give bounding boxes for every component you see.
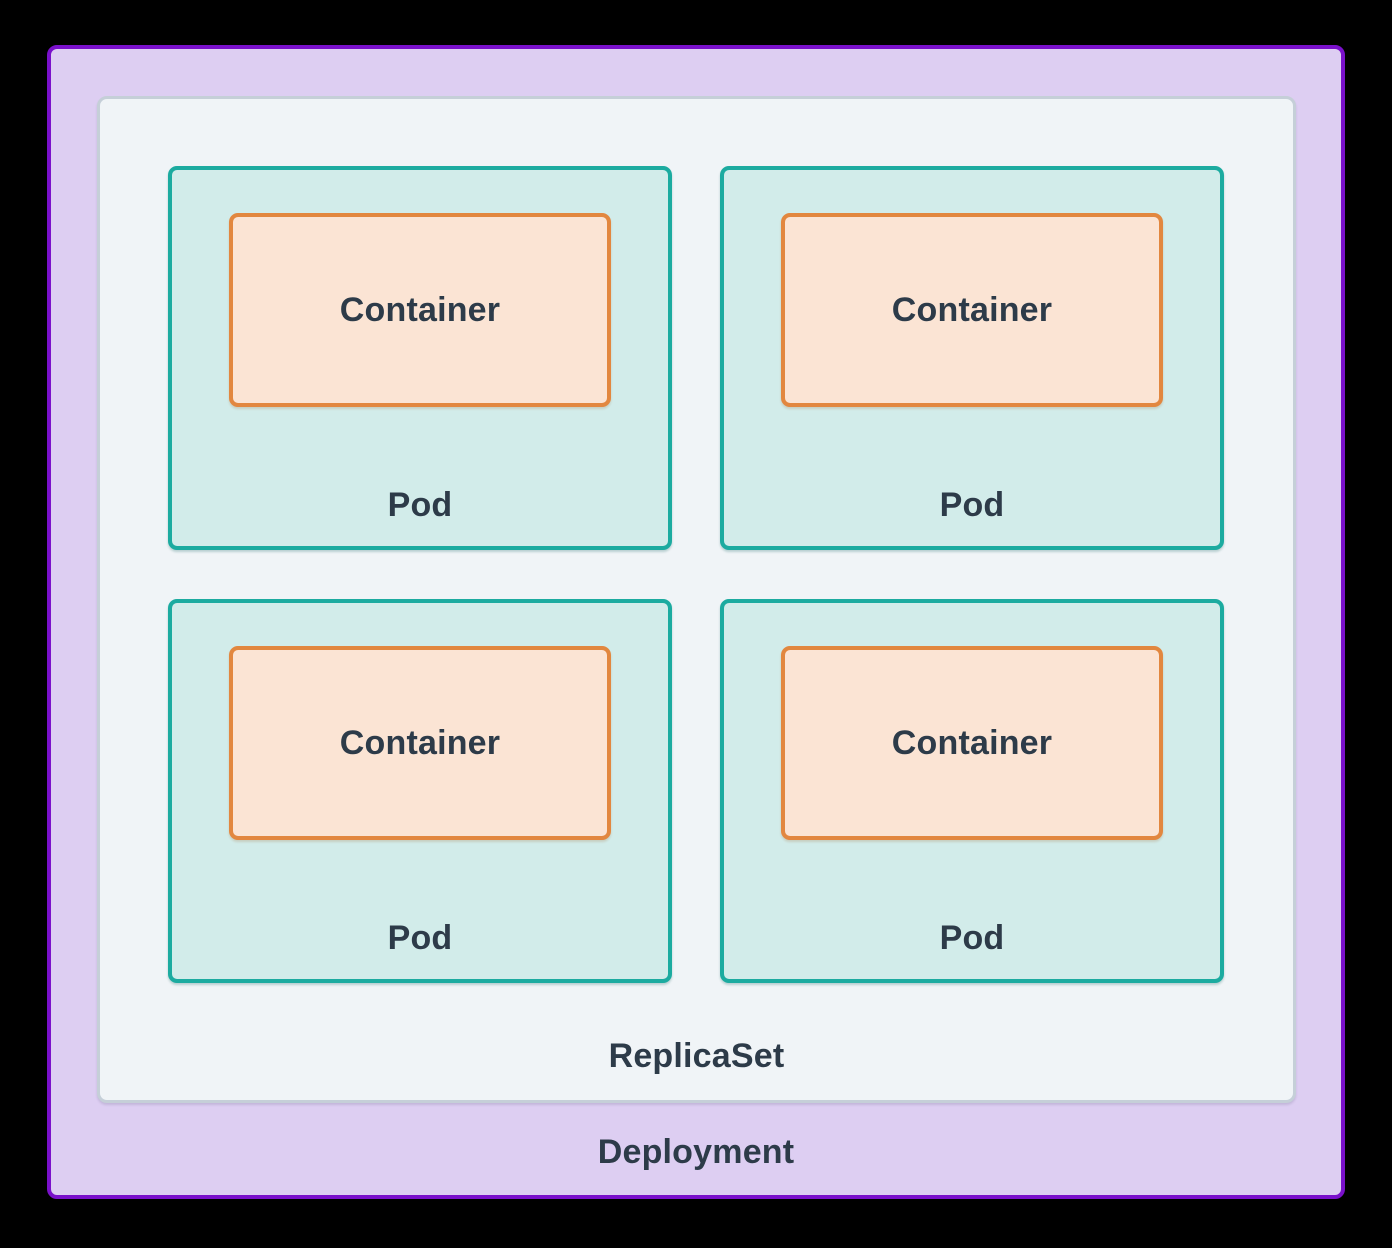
pod-label-2: Pod	[939, 486, 1005, 524]
container-label-4: Container	[891, 723, 1053, 762]
container-box-2: Container	[781, 213, 1163, 407]
container-label-3: Container	[339, 723, 501, 762]
replicaset-label: ReplicaSet	[608, 1037, 785, 1075]
pod-box-1: Container Pod	[168, 166, 672, 550]
pod-box-4: Container Pod	[720, 599, 1224, 983]
container-box-1: Container	[229, 213, 611, 407]
replicaset-box: Container Pod Container Pod Container Po…	[97, 96, 1296, 1103]
pod-box-3: Container Pod	[168, 599, 672, 983]
deployment-box: Container Pod Container Pod Container Po…	[47, 45, 1345, 1199]
pod-label-4: Pod	[939, 919, 1005, 957]
pod-label-1: Pod	[387, 486, 453, 524]
deployment-label: Deployment	[597, 1133, 795, 1171]
pod-box-2: Container Pod	[720, 166, 1224, 550]
pod-label-3: Pod	[387, 919, 453, 957]
container-label-1: Container	[339, 290, 501, 329]
container-box-4: Container	[781, 646, 1163, 840]
container-box-3: Container	[229, 646, 611, 840]
container-label-2: Container	[891, 290, 1053, 329]
